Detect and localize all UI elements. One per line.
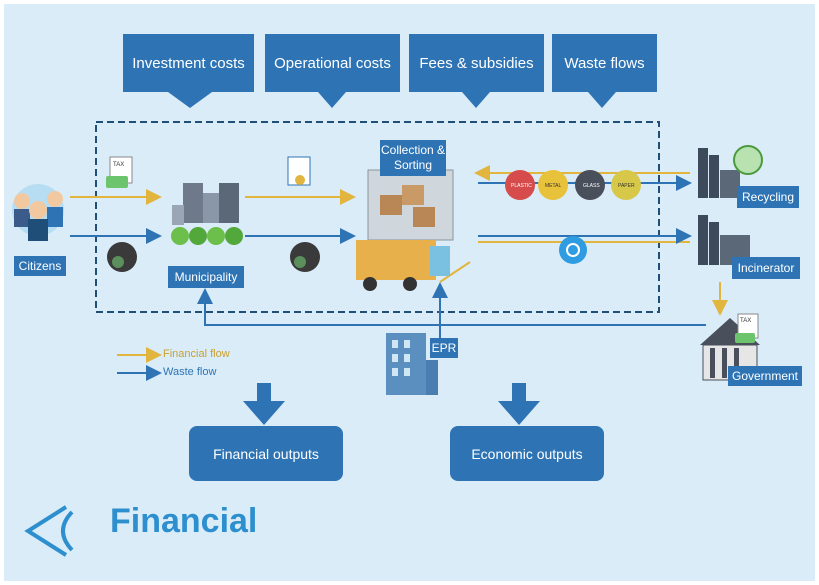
government-label: Government <box>728 366 802 386</box>
arrow-down-icon <box>462 92 490 108</box>
tax-label-2: TAX <box>740 318 751 324</box>
citizens-label: Citizens <box>14 256 66 276</box>
waste-flows-box: Waste flows <box>552 34 657 92</box>
contract-icon <box>287 156 311 186</box>
background-panel <box>4 4 815 581</box>
bin-label-metal: METAL <box>545 183 562 189</box>
fees-subsidies-box: Fees & subsidies <box>409 34 544 92</box>
arrow-down-icon <box>498 401 540 425</box>
collection-sorting-label: Collection & Sorting <box>380 140 446 176</box>
citizens-icon <box>12 184 64 241</box>
bin-label-glass: GLASS <box>583 183 600 189</box>
arrow-down-icon <box>168 84 212 108</box>
recycling-label: Recycling <box>737 186 799 208</box>
tax-document-icon <box>106 156 133 188</box>
legend-financial-label: Financial flow <box>163 348 230 360</box>
epr-building-icon <box>386 333 438 395</box>
bin-label-plastic: PLASTIC <box>511 183 532 189</box>
eye-logo-icon <box>24 505 74 557</box>
investment-costs-box: Investment costs <box>123 34 254 92</box>
financial-outputs-box: Financial outputs <box>189 426 343 481</box>
recycling-plant-icon <box>698 145 763 198</box>
arrow-down-icon <box>318 92 346 108</box>
economic-outputs-box: Economic outputs <box>450 426 604 481</box>
waste-bag-icon <box>107 242 137 272</box>
bin-label-paper: PAPER <box>618 183 635 189</box>
operational-costs-box: Operational costs <box>265 34 400 92</box>
epr-label: EPR <box>430 338 458 358</box>
legend-waste-label: Waste flow <box>163 366 217 378</box>
tax-label-1: TAX <box>113 162 124 168</box>
collection-facility-icon <box>356 169 454 291</box>
incinerator-label: Incinerator <box>732 257 800 279</box>
arrow-down-icon <box>588 92 616 108</box>
waste-bag-icon <box>290 242 320 272</box>
recycle-bin-icon <box>559 236 587 264</box>
system-boundary <box>95 121 660 313</box>
sorted-bins-icon <box>505 170 641 200</box>
municipality-icon <box>171 183 243 245</box>
arrow-down-icon <box>243 401 285 425</box>
output-arrows <box>243 383 540 425</box>
page-title: Financial <box>110 502 258 540</box>
waste-flows <box>70 175 706 340</box>
municipality-label: Municipality <box>168 266 244 288</box>
